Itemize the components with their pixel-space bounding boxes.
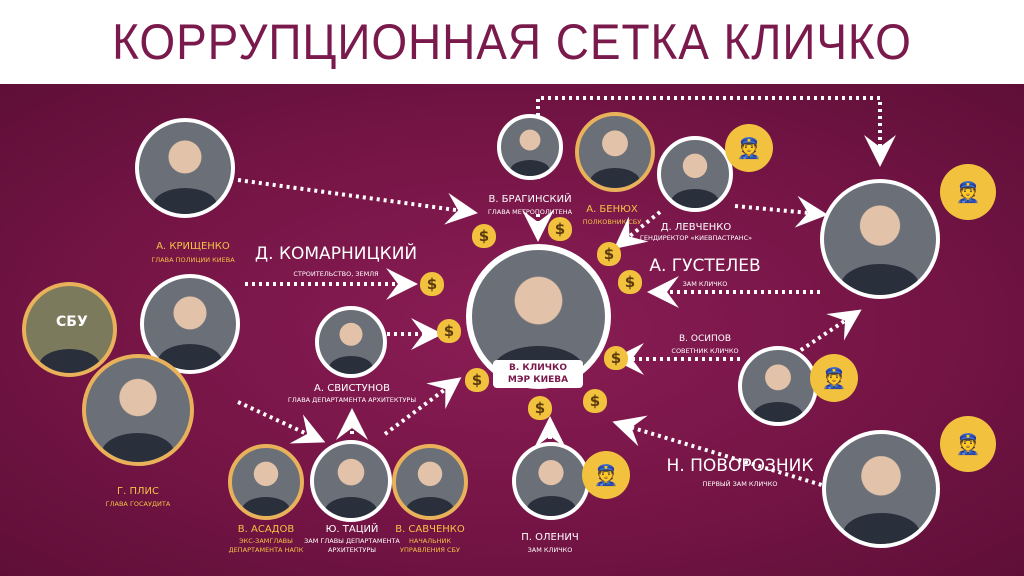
money-bag-icon: $ <box>618 270 642 294</box>
name-olenich: П. ОЛЕНИЧ <box>521 532 579 543</box>
arrow <box>237 400 326 444</box>
photo-gustelev <box>820 179 940 299</box>
arrow <box>612 415 836 491</box>
arrow <box>734 195 828 228</box>
role-osipov: СОВЕТНИК КЛИЧКО <box>671 347 739 355</box>
name-krishchenko: А. КРИЩЕНКО <box>156 241 230 252</box>
photo-savchenko <box>392 444 468 520</box>
role-olenich: ЗАМ КЛИЧКО <box>527 546 573 554</box>
photo-povoroznik <box>822 430 940 548</box>
arrow <box>237 178 478 225</box>
role-plis: ГЛАВА ГОСАУДИТА <box>105 500 171 508</box>
name-osipov: В. ОСИПОВ <box>678 334 732 344</box>
name-svistunov: А. СВИСТУНОВ <box>314 383 390 394</box>
money-bag-icon: $ <box>583 389 607 413</box>
arrow <box>383 377 462 436</box>
money-bag-icon: $ <box>472 224 496 248</box>
role-komarnitsky: СТРОИТЕЛЬСТВО, ЗЕМЛЯ <box>293 270 379 278</box>
role-gustelev: ЗАМ КЛИЧКО <box>682 280 728 288</box>
photo-osipov <box>738 346 818 426</box>
role-levchenko: ГЕНДИРЕКТОР «КИЕВПАСТРАНС» <box>639 234 753 242</box>
police-officer-icon: 👮 <box>810 354 858 402</box>
police-officer-icon: 👮 <box>725 124 773 172</box>
name-komarnitsky: Д. КОМАРНИЦКИЙ <box>254 244 418 264</box>
money-bag-icon: $ <box>420 272 444 296</box>
name-tatsiy: Ю. ТАЦИЙ <box>325 524 379 535</box>
money-bag-icon: $ <box>597 242 621 266</box>
role-benyukh: ПОЛКОВНИК СБУ <box>582 218 642 226</box>
name-braginsky: В. БРАГИНСКИЙ <box>488 194 572 205</box>
money-bag-icon: $ <box>604 346 628 370</box>
name-povoroznik: Н. ПОВОРОЗНИК <box>666 456 814 476</box>
photo-braginsky <box>497 114 563 180</box>
money-bag-icon: $ <box>437 319 461 343</box>
photo-olenich <box>512 442 590 520</box>
connection-arrows <box>237 96 896 491</box>
photo-benyukh <box>575 112 655 192</box>
photo-asadov <box>228 444 304 520</box>
role-krishchenko: ГЛАВА ПОЛИЦИИ КИЕВА <box>151 256 235 264</box>
name-gustelev: А. ГУСТЕЛЕВ <box>649 256 761 276</box>
name-levchenko: Д. ЛЕВЧЕНКО <box>660 222 732 233</box>
photo-plis <box>82 354 194 466</box>
police-officer-icon: 👮 <box>940 164 996 220</box>
money-bag-icon: $ <box>465 368 489 392</box>
photo-levchenko <box>657 136 733 212</box>
police-officer-icon: 👮 <box>582 451 630 499</box>
police-officer-icon: 👮 <box>940 416 996 472</box>
arrow <box>536 96 896 179</box>
network-diagram: А. КРИЩЕНКО ГЛАВА ПОЛИЦИИ КИЕВА Д. КОМАР… <box>0 84 1024 576</box>
arrow <box>613 210 662 249</box>
role-braginsky: ГЛАВА МЕТРОПОЛИТЕНА <box>487 208 573 216</box>
photo-krishchenko <box>135 118 235 218</box>
money-bag-icon: $ <box>528 396 552 420</box>
role-povoroznik: ПЕРВЫЙ ЗАМ КЛИЧКО <box>702 480 778 488</box>
name-asadov: В. АСАДОВ <box>237 524 295 535</box>
arrow <box>793 309 862 356</box>
sbu-badge: СБУ <box>56 314 88 330</box>
name-plis: Г. ПЛИС <box>117 486 159 497</box>
photo-svistunov <box>315 306 387 378</box>
name-savchenko: В. САВЧЕНКО <box>395 524 465 535</box>
money-bag-icon: $ <box>548 217 572 241</box>
role-svistunov: ГЛАВА ДЕПАРТАМЕНТА АРХИТЕКТУРЫ <box>287 396 417 404</box>
page-title: КОРРУПЦИОННАЯ СЕТКА КЛИЧКО <box>40 0 984 84</box>
name-benyukh: А. БЕНЮХ <box>586 204 638 215</box>
photo-tatsiy <box>310 440 392 522</box>
sbu-agent-photo: СБУ <box>22 282 117 377</box>
